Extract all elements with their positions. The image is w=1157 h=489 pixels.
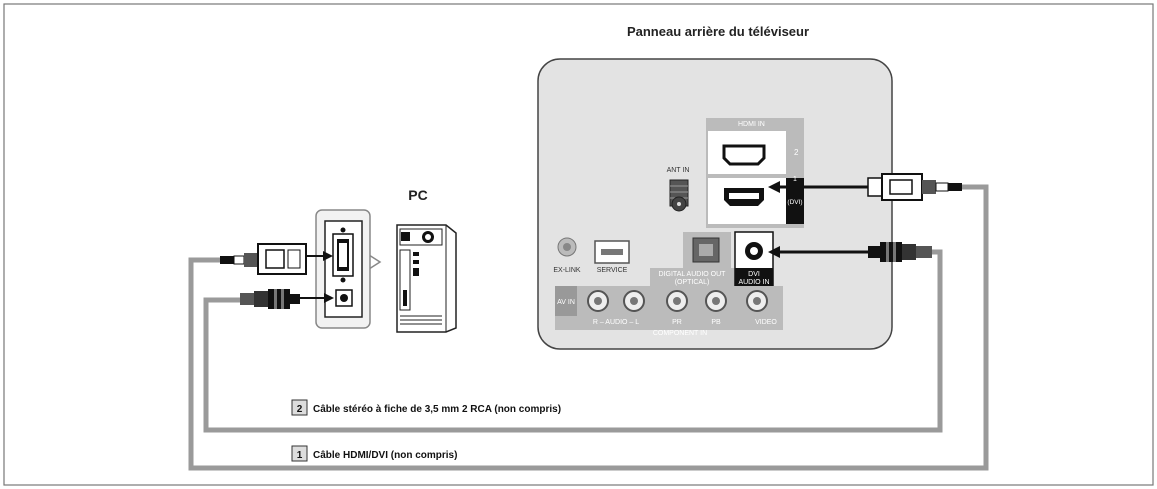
pr-label: PR: [672, 319, 682, 326]
hdmi-arrow: [768, 181, 868, 193]
cable-2-text: Câble stéréo à fiche de 3,5 mm 2 RCA (no…: [313, 404, 561, 415]
av-in-label: AV IN: [557, 299, 575, 306]
ant-in-connector[interactable]: [669, 179, 689, 212]
cable-2-number: 2: [297, 404, 303, 415]
ex-link-label: EX-LINK: [553, 267, 581, 274]
video-label: VIDEO: [755, 319, 777, 326]
component-pb-jack[interactable]: [705, 290, 727, 312]
cable-1-label: 1 Câble HDMI/DVI (non compris): [291, 445, 457, 462]
pc-side-rca-plug: [240, 289, 300, 309]
audio-r-jack[interactable]: [587, 290, 609, 312]
audio-l-jack[interactable]: [623, 290, 645, 312]
pc-dvi-arrow: [306, 251, 333, 261]
svg-text:1: 1: [793, 176, 797, 183]
cable-2-label: 2 Câble stéréo à fiche de 3,5 mm 2 RCA (…: [291, 399, 561, 416]
component-in-label: COMPONENT IN: [653, 330, 707, 337]
digital-audio-out-port[interactable]: [692, 237, 720, 263]
digital-audio-out-label: DIGITAL AUDIO OUT: [659, 271, 727, 278]
audio-label: R – AUDIO – L: [593, 319, 639, 326]
pc-port-panel: [315, 209, 371, 329]
cable-hdmi-dvi: [188, 184, 989, 471]
hdmi-port-2-label: 2: [794, 148, 799, 157]
video-y-jack[interactable]: [746, 290, 768, 312]
component-pr-jack[interactable]: [666, 290, 688, 312]
tv-back-panel: HDMI IN 2 1 (DVI) ANT IN EX-LINK: [537, 58, 893, 350]
pc-audio-arrow: [300, 293, 334, 303]
ant-in-label: ANT IN: [667, 167, 690, 174]
pc-label: PC: [408, 187, 427, 203]
service-label: SERVICE: [597, 267, 628, 274]
pc-tower: [396, 224, 457, 333]
pb-label: PB: [711, 319, 721, 326]
diagram-title: Panneau arrière du téléviseur: [627, 24, 809, 39]
hdmi-in-block: HDMI IN 2 1 (DVI): [706, 118, 804, 228]
audio-arrow: [768, 246, 860, 258]
dvi-plug: [220, 243, 307, 275]
hdmi-port-1-dvi-label: (DVI): [787, 199, 802, 206]
hdmi-port-2[interactable]: [722, 144, 766, 166]
cable-stereo-rca: [203, 249, 943, 433]
cable-1-number: 1: [297, 450, 303, 461]
hdmi-in-label: HDMI IN: [738, 121, 765, 128]
dvi-label: DVI: [748, 271, 760, 278]
stereo-mini-plug: [860, 242, 932, 262]
hdmi-plug: [867, 173, 962, 201]
audio-in-label: AUDIO IN: [738, 279, 769, 286]
optical-label: (OPTICAL): [675, 279, 710, 286]
diagram-frame: [3, 3, 1154, 486]
cable-1-text: Câble HDMI/DVI (non compris): [313, 450, 457, 461]
